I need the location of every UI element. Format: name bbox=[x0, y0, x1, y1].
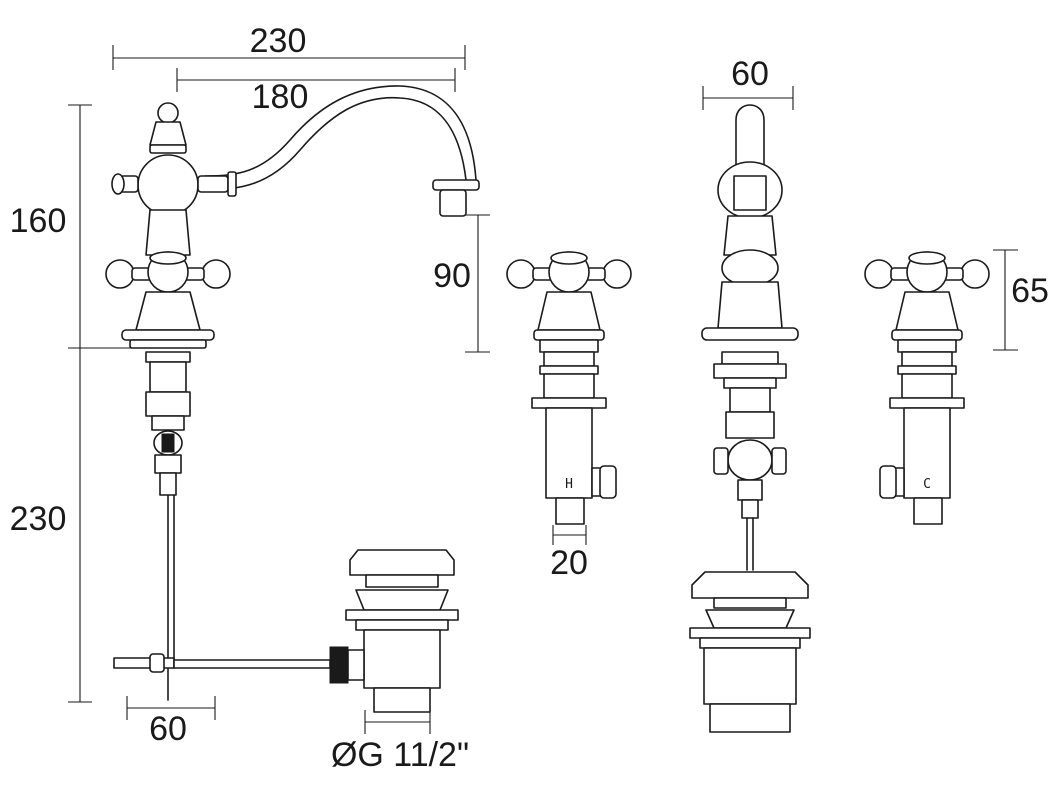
pop-up-waste-left bbox=[329, 549, 459, 713]
dimension-labels: 230 180 160 230 90 60 60 65 20 ØG 11/2" bbox=[10, 22, 1049, 774]
monobloc-mixer bbox=[105, 85, 480, 701]
dim-connector: 20 bbox=[550, 544, 588, 582]
hot-valve: H bbox=[506, 251, 632, 525]
dim-overall-width: 230 bbox=[250, 22, 307, 60]
dim-spout-clearance: 90 bbox=[433, 257, 471, 295]
hot-mark: H bbox=[565, 477, 573, 492]
cold-valve: C bbox=[864, 251, 990, 525]
pop-up-waste-centre bbox=[689, 571, 811, 733]
dim-reach: 180 bbox=[252, 78, 309, 116]
dim-tap-height: 160 bbox=[10, 202, 67, 240]
dim-waste-thread: ØG 11/2" bbox=[331, 736, 469, 774]
dim-valve-height: 65 bbox=[1011, 272, 1049, 310]
dim-outlet-width: 60 bbox=[731, 55, 769, 93]
centre-spout bbox=[701, 104, 799, 571]
dim-below-deck: 230 bbox=[10, 500, 67, 538]
dimension-lines bbox=[68, 45, 1018, 734]
dim-lever-offset: 60 bbox=[149, 710, 187, 748]
cold-mark: C bbox=[923, 477, 931, 492]
